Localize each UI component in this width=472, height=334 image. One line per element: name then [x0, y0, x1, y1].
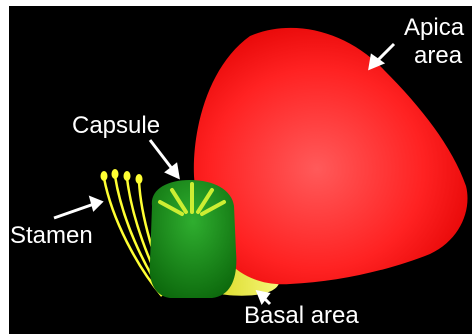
stamen-label: Stamen [10, 224, 93, 248]
basal-area-label: Basal area [244, 304, 359, 328]
apical-area-label-line1: Apica [404, 16, 464, 40]
capsule-label: Capsule [72, 114, 160, 138]
stamen-anthers [101, 169, 143, 184]
stamen-arrow [54, 204, 94, 218]
anther-4 [136, 174, 143, 184]
anther-2 [112, 169, 119, 179]
apical-area-label-line2: area [414, 44, 462, 68]
anther-3 [124, 171, 131, 181]
anther-1 [101, 171, 108, 181]
capsule-arrow [150, 140, 173, 170]
